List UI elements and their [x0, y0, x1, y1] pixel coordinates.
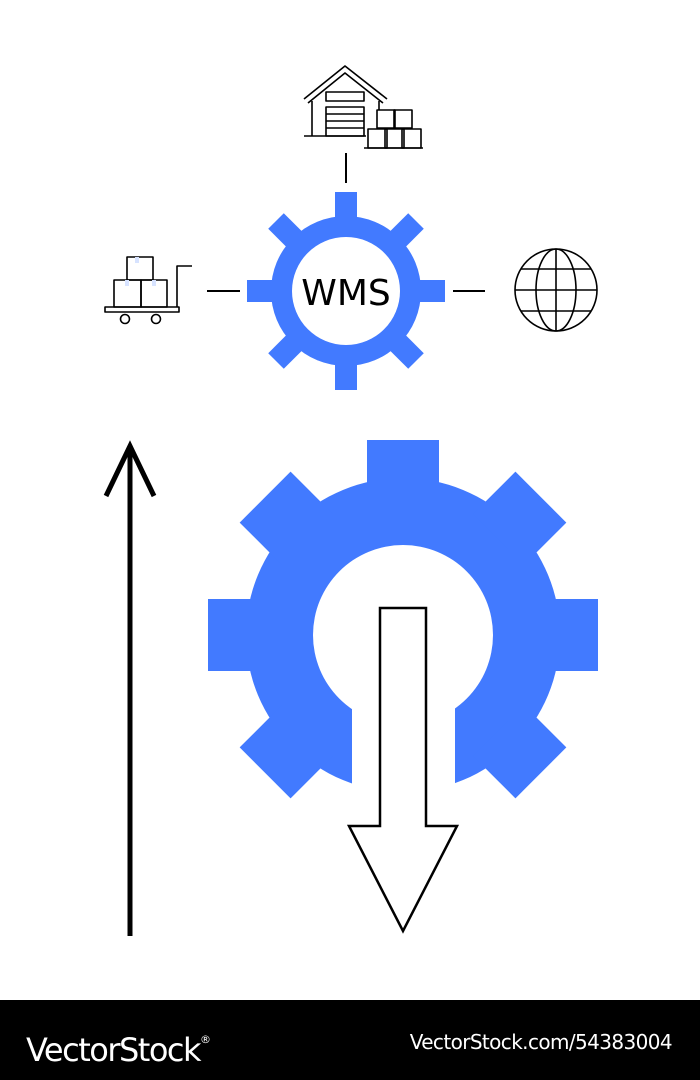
- globe-icon: [514, 248, 598, 332]
- hand-truck-icon: [104, 256, 192, 325]
- registered-mark: ®: [200, 1033, 212, 1046]
- brand-name: VectorStock: [26, 1031, 202, 1069]
- arrow-down-icon: [346, 606, 460, 934]
- connector-lines: [207, 153, 485, 292]
- wms-gear: WMS: [247, 192, 445, 390]
- brand-logo: VectorStock®: [26, 1018, 211, 1072]
- arrow-up-icon: [103, 440, 157, 936]
- watermark-footer: VectorStock® VectorStock.com/54383004: [0, 1000, 700, 1080]
- stock-id-link[interactable]: VectorStock.com/54383004: [409, 1030, 673, 1054]
- warehouse-icon: [303, 65, 423, 149]
- wms-label: WMS: [301, 273, 391, 314]
- wms-diagram: WMS: [103, 65, 598, 936]
